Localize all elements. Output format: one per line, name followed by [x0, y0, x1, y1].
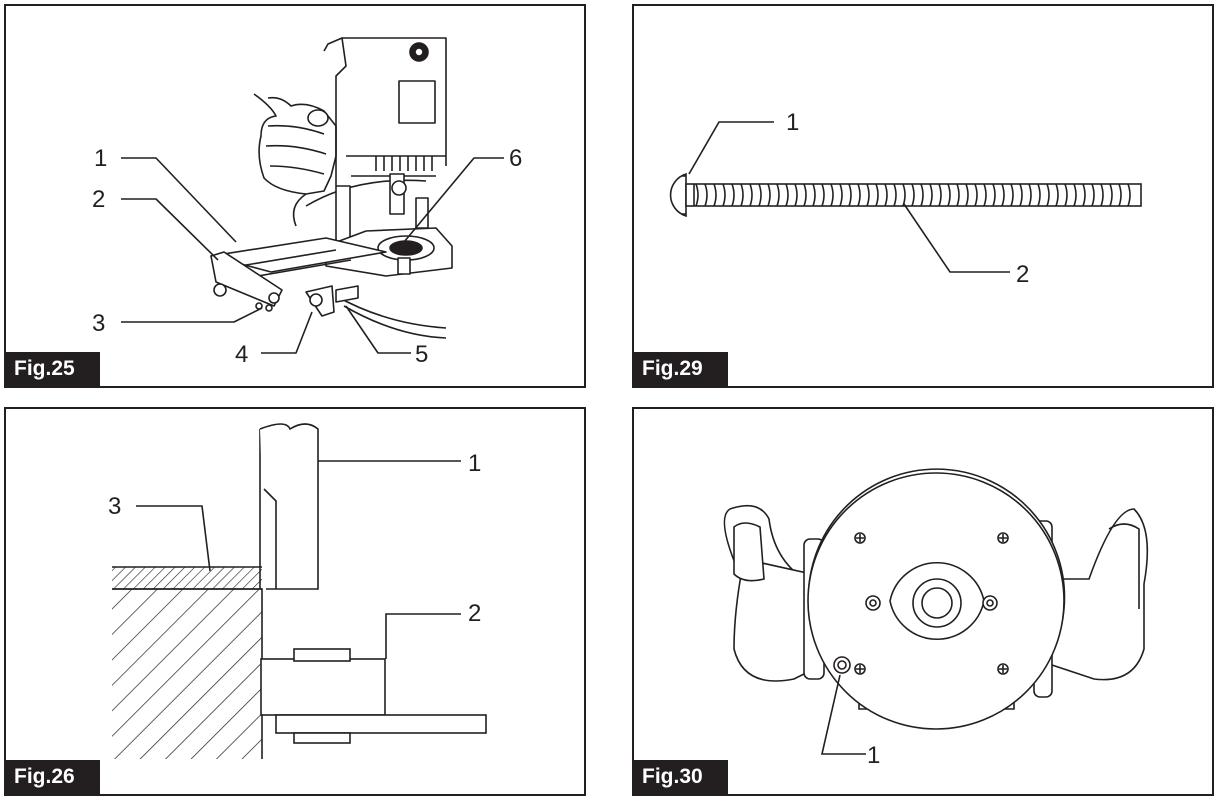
figure-29-tag: Fig.29 [634, 352, 728, 386]
figure-29-drawing: 1 2 [669, 109, 1142, 288]
base-screws [854, 532, 1009, 675]
figure-26-panel: 1 2 3 Fig.26 [4, 407, 586, 796]
fig25-callout-6: 6 [509, 145, 522, 172]
fig25-callout-2: 2 [92, 186, 105, 213]
fig25-callout-5: 5 [415, 341, 428, 368]
figure-25-drawing: 1 2 3 4 5 6 [92, 37, 522, 368]
fig30-callout-1: 1 [867, 742, 880, 769]
fig25-callout-4: 4 [235, 341, 248, 368]
fig25-callout-1: 1 [94, 145, 107, 172]
figure-30-panel: 1 Fig.30 [632, 407, 1214, 796]
screw-thread [695, 183, 1131, 207]
fig25-callout-3: 3 [92, 310, 105, 337]
fig26-callout-1: 1 [468, 450, 481, 477]
fig26-callout-3: 3 [108, 493, 121, 520]
fig29-callout-2: 2 [1016, 261, 1029, 288]
figure-30-drawing: 1 [723, 468, 1149, 769]
figure-30-tag: Fig.30 [634, 760, 728, 794]
figure-26-drawing: 1 2 3 [108, 423, 487, 759]
fig26-callout-2: 2 [468, 600, 481, 627]
figure-29-panel: 1 2 Fig.29 [632, 4, 1214, 388]
figure-26-tag: Fig.26 [6, 760, 100, 794]
figure-25-tag: Fig.25 [6, 352, 100, 386]
figure-25-panel: 1 2 3 4 5 6 Fig.25 [4, 4, 586, 388]
fig29-callout-1: 1 [786, 109, 799, 136]
